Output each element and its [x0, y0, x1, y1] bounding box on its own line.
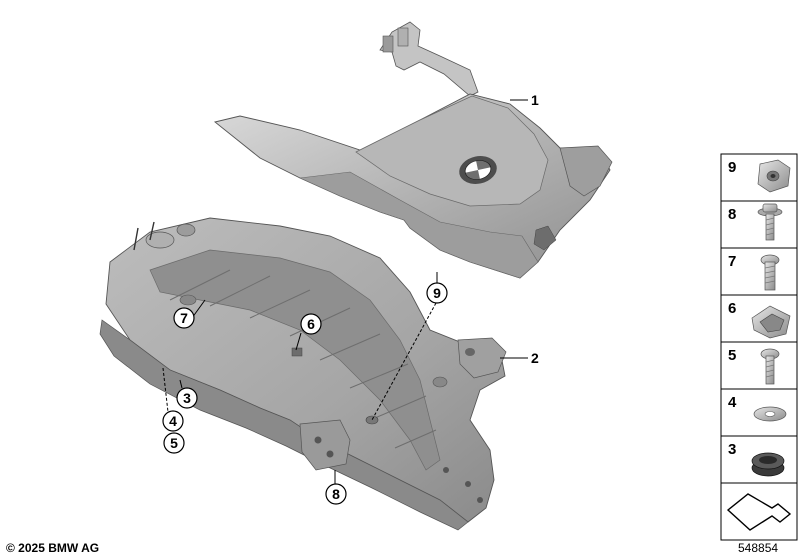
legend-row-3: 3	[728, 441, 785, 477]
svg-text:8: 8	[728, 206, 736, 223]
svg-text:7: 7	[180, 310, 188, 326]
torx-screw-icon	[760, 254, 780, 291]
pan-screw-icon	[760, 348, 780, 385]
cage-nut-icon	[757, 159, 791, 193]
svg-text:9: 9	[433, 285, 441, 301]
arrow-bracket-icon	[726, 493, 792, 531]
callout-5: 5	[163, 432, 185, 454]
svg-text:3: 3	[183, 390, 191, 406]
callout-1: 1	[531, 92, 539, 108]
callout-3: 3	[176, 387, 198, 409]
callout-9: 9	[426, 282, 448, 304]
svg-text:5: 5	[728, 347, 736, 364]
svg-text:4: 4	[169, 413, 177, 429]
callout-2: 2	[531, 350, 539, 366]
washer-icon	[753, 406, 787, 422]
legend-row-4: 4	[728, 394, 787, 422]
callouts: 1 2 3 4 5 6 7 8	[162, 92, 539, 505]
svg-text:9: 9	[728, 159, 736, 176]
bmw-logo-icon	[459, 156, 497, 184]
callout-7: 7	[173, 307, 195, 329]
part-1-cover-panel	[214, 21, 613, 279]
callout-6: 6	[300, 313, 322, 335]
legend-row-9: 9	[728, 159, 791, 193]
part-2-carrier-bracket	[99, 217, 507, 531]
copyright-text: © 2025 BMW AG	[6, 541, 100, 555]
spring-clip-icon	[751, 305, 791, 339]
svg-text:8: 8	[332, 486, 340, 502]
legend-row-7: 7	[728, 253, 780, 291]
callout-8: 8	[325, 483, 347, 505]
legend-row-8: 8	[728, 203, 783, 241]
parts-legend: 9 8 7	[720, 153, 798, 541]
leader-lines	[162, 99, 528, 484]
legend-row-6: 6	[728, 300, 791, 339]
svg-text:3: 3	[728, 441, 736, 458]
svg-text:7: 7	[728, 253, 736, 270]
callout-4: 4	[162, 410, 184, 432]
svg-text:6: 6	[307, 316, 315, 332]
collar-screw-icon	[757, 203, 783, 241]
diagram-id: 548854	[738, 541, 779, 555]
grommet-icon	[751, 452, 785, 477]
legend-row-5: 5	[728, 347, 780, 385]
svg-text:5: 5	[170, 435, 178, 451]
svg-text:6: 6	[728, 300, 736, 317]
svg-text:4: 4	[728, 394, 737, 411]
